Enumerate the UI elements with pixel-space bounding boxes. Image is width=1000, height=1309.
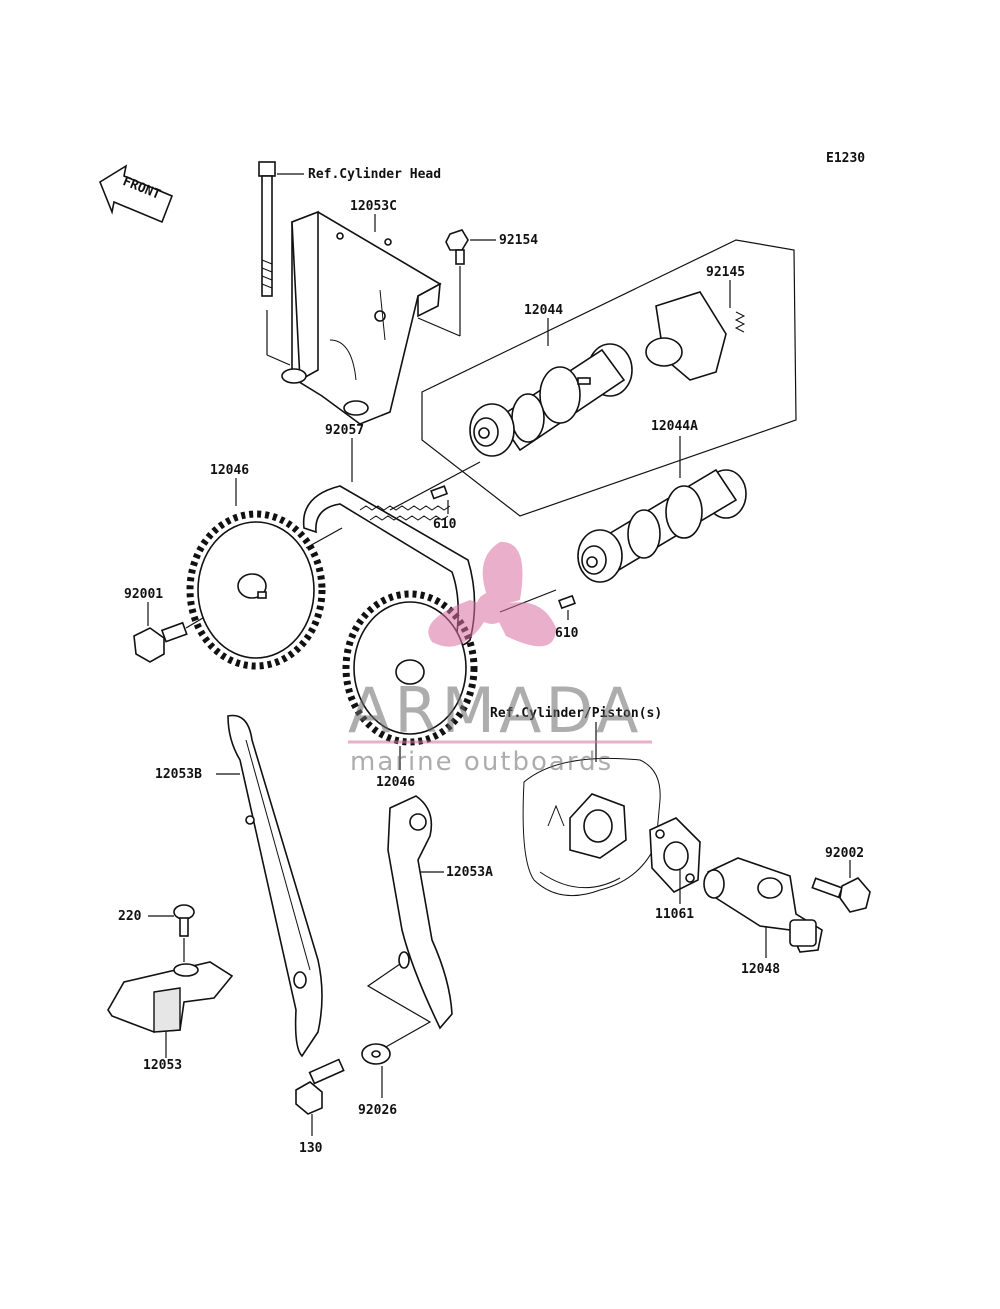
propeller-logo-icon	[428, 541, 556, 647]
head-bolt	[258, 161, 276, 297]
ref-cylinder-piston: Ref.Cylinder/Piston(s)	[490, 706, 662, 721]
bolt-92002	[811, 877, 871, 913]
armada-watermark: ARMADA marine outboards	[348, 541, 652, 777]
part-label-12053A: 12053A	[446, 865, 493, 880]
sprocket-12046-top	[186, 510, 326, 670]
ref-cylinder-head: Ref.Cylinder Head	[308, 167, 441, 182]
part-label-12044: 12044	[524, 303, 563, 318]
part-label-12053C: 12053C	[350, 199, 397, 214]
watermark-tagline: marine outboards	[350, 747, 613, 777]
cylinder-block-section	[522, 757, 661, 897]
bolt-130	[295, 1058, 345, 1115]
diagram-code: E1230	[826, 151, 865, 166]
part-label-610-b: 610	[555, 626, 579, 641]
part-label-12046-top: 12046	[210, 463, 249, 478]
camshaft-12044	[469, 343, 633, 457]
part-label-92002: 92002	[825, 846, 864, 861]
part-label-92145: 92145	[706, 265, 745, 280]
dowel-pin-610-b	[558, 594, 576, 610]
camshaft-group-outline	[421, 239, 797, 517]
screw-220	[173, 904, 195, 937]
part-label-11061: 11061	[655, 907, 694, 922]
part-label-12044A: 12044A	[651, 419, 698, 434]
tensioner-12048	[703, 857, 823, 953]
part-label-12046-bottom: 12046	[376, 775, 415, 790]
washer-92026	[361, 1043, 391, 1065]
part-label-610-a: 610	[433, 517, 457, 532]
part-label-12053: 12053	[143, 1058, 182, 1073]
part-label-92057: 92057	[325, 423, 364, 438]
guide-bracket-12053C	[281, 210, 442, 425]
bracket-12053	[107, 961, 234, 1033]
front-arrow-icon: FRONT	[99, 164, 174, 224]
watermark-brand: ARMADA	[348, 674, 642, 747]
bolt-92154	[445, 229, 469, 265]
gasket-11061	[649, 817, 701, 893]
camshaft-12044A	[577, 468, 747, 583]
part-label-12048: 12048	[741, 962, 780, 977]
part-label-92026: 92026	[358, 1103, 397, 1118]
part-label-92154: 92154	[499, 233, 538, 248]
dowel-pin-610-a	[430, 485, 449, 500]
part-label-220: 220	[118, 909, 142, 924]
part-label-92001: 92001	[124, 587, 163, 602]
chain-guide-12053A	[387, 795, 453, 1030]
part-label-130: 130	[299, 1141, 323, 1156]
decompression-92145	[645, 291, 746, 381]
bolt-92001	[133, 621, 188, 663]
chain-guide-12053B	[227, 714, 323, 1058]
part-label-12053B: 12053B	[155, 767, 202, 782]
